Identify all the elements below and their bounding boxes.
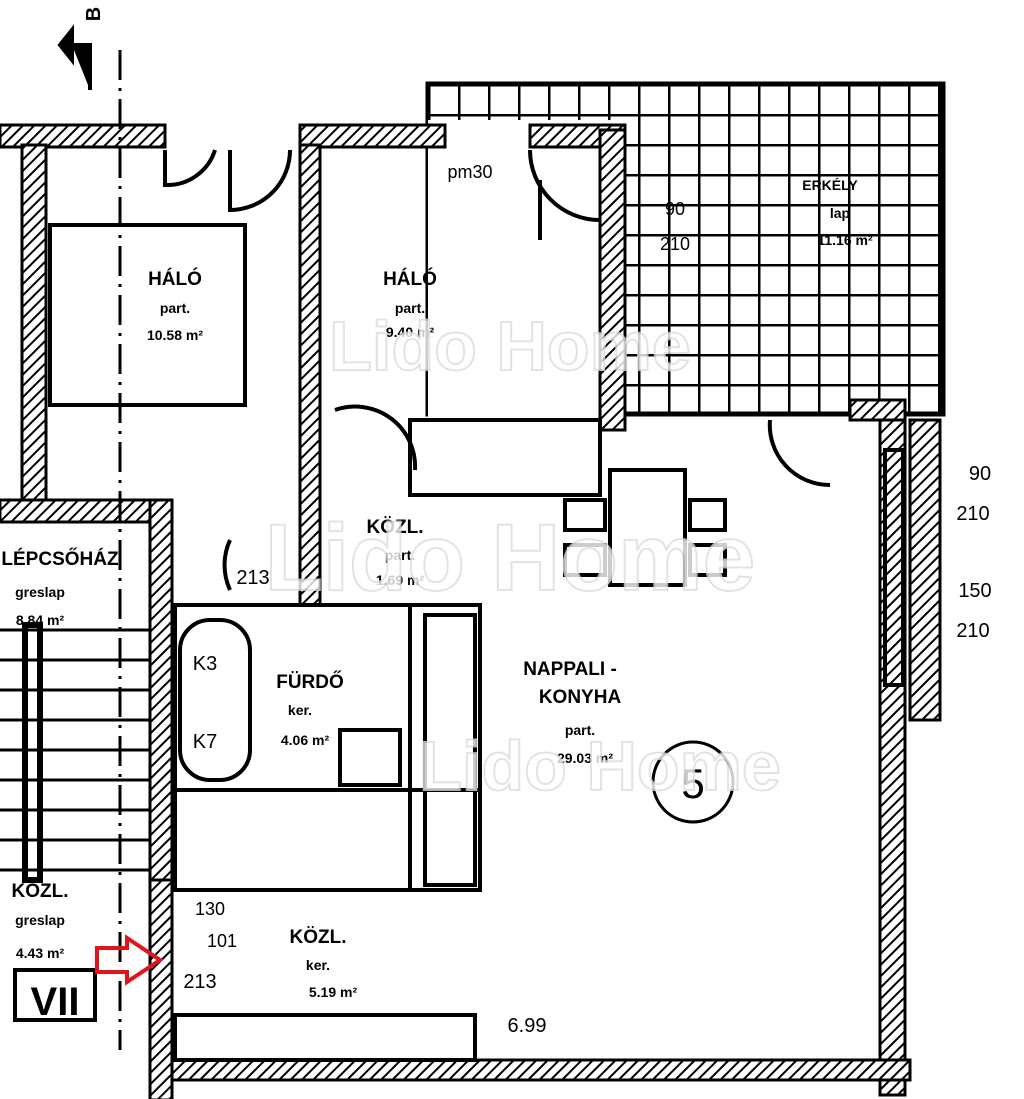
plan-label: pm30 [447, 162, 492, 182]
plan-label: part. [385, 547, 415, 563]
plan-label: NAPPALI - [523, 659, 617, 680]
plan-label: 210 [956, 620, 989, 642]
plan-label: 90 [665, 199, 685, 219]
plan-label: 4.43 m² [16, 945, 65, 961]
entrance-arrow-marker [95, 934, 164, 986]
plan-label: 1.69 m² [376, 572, 425, 588]
plan-label: 8.84 m² [16, 612, 65, 628]
stair-number: VII [31, 980, 80, 1024]
plan-label: greslap [15, 584, 65, 600]
plan-label: ker. [288, 702, 312, 718]
plan-label: B [83, 7, 105, 21]
plan-label: 11.16 m² [817, 232, 873, 248]
plan-label: ker. [306, 957, 330, 973]
plan-label: part. [160, 300, 190, 316]
plan-label: Lido Home [419, 727, 781, 805]
plan-label: KÖZL. [12, 881, 69, 902]
plan-label: 101 [207, 931, 237, 951]
plan-label: 210 [660, 234, 690, 254]
walls [0, 123, 942, 1099]
plan-label: FÜRDŐ [276, 671, 344, 693]
plan-label: ERKÉLY [802, 177, 858, 193]
plan-label: KÖZL. [290, 927, 347, 948]
apartment-number: 5 [681, 760, 704, 807]
plan-label: 150 [958, 580, 991, 602]
plan-label: 130 [195, 899, 225, 919]
plan-label: 6.99 [508, 1015, 547, 1037]
plan-label: 9.40 m² [386, 324, 435, 340]
plan-label: 90 [969, 463, 991, 485]
plan-label: lap [830, 205, 850, 221]
plan-label: 213 [236, 567, 269, 589]
plan-label: KÖZL. [367, 517, 424, 538]
plan-label: Lido Home [265, 505, 756, 611]
plan-label: part. [565, 722, 595, 738]
plan-label: 10.58 m² [147, 327, 203, 343]
plan-label: K3 [193, 653, 217, 675]
plan-label: K7 [193, 731, 217, 753]
plan-label: 4.06 m² [281, 732, 330, 748]
watermark: Lido Home [329, 307, 691, 385]
plan-label: part. [395, 300, 425, 316]
plan-label: HÁLÓ [383, 268, 437, 290]
room-name: HÁLÓ [148, 268, 202, 290]
plan-label: 210 [956, 503, 989, 525]
plan-label: greslap [15, 912, 65, 928]
plan-label: 5.19 m² [309, 984, 358, 1000]
plan-label: 213 [183, 971, 216, 993]
plan-label: KONYHA [539, 687, 622, 708]
plan-label: 29.03 m² [557, 750, 613, 766]
plan-label: LÉPCSŐHÁZ [1, 548, 119, 570]
